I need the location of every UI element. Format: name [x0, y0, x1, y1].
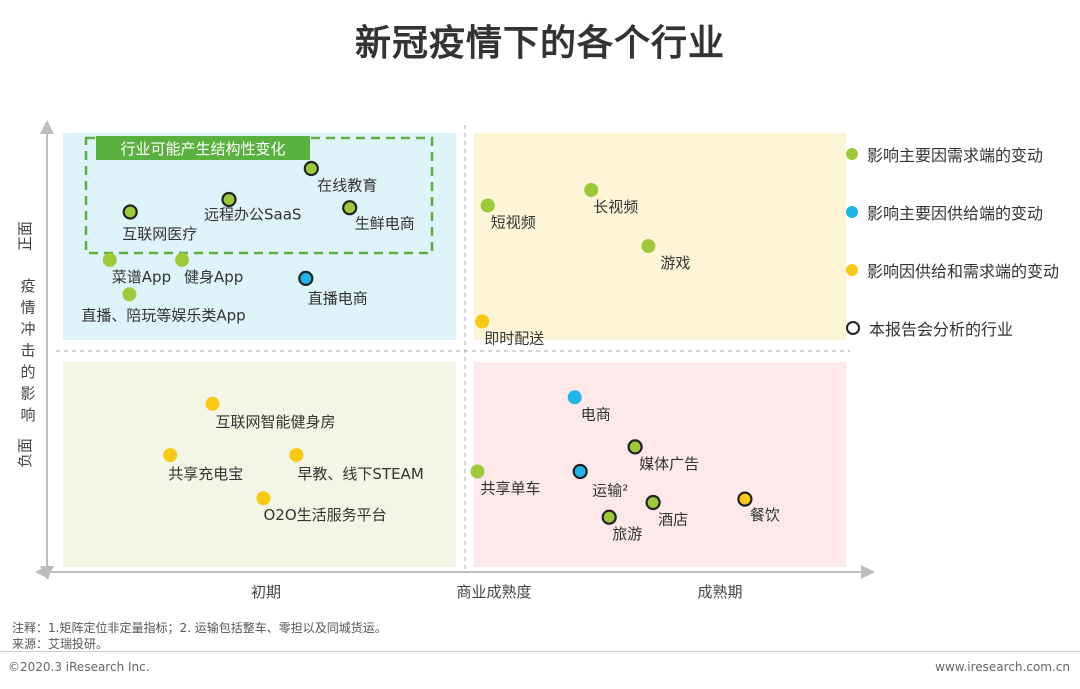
data-point — [641, 239, 656, 254]
data-point-label: 酒店 — [658, 511, 688, 529]
data-point-label: 互联网医疗 — [122, 225, 197, 243]
note-line-1: 注释：1.矩阵定位非定量指标；2. 运输包括整车、零担以及同城货运。 — [12, 621, 387, 635]
data-point-label: 直播、陪玩等娱乐类App — [81, 306, 245, 324]
data-point — [572, 463, 588, 480]
data-point — [303, 160, 319, 177]
legend: 影响主要因需求端的变动 影响主要因供给端的变动 影响因供给和需求端的变动 本报告… — [846, 140, 1059, 372]
legend-item-both: 影响因供给和需求端的变动 — [846, 256, 1059, 284]
legend-dot-supply — [846, 206, 858, 218]
data-point-label: 在线教育 — [317, 177, 377, 195]
y-tick-positive: 正面 — [16, 221, 34, 251]
data-point — [122, 204, 138, 220]
data-point-label: 生鲜电商 — [355, 215, 415, 233]
y-axis-label-char: 影 — [20, 385, 35, 403]
data-point-label: 远程办公SaaS — [204, 206, 301, 224]
quadrant-bottom-left — [63, 362, 456, 567]
data-point — [601, 509, 617, 525]
data-point — [256, 491, 271, 506]
data-point — [289, 448, 304, 463]
data-point-label: 共享充电宝 — [168, 465, 243, 483]
data-point-label: 电商 — [581, 405, 611, 423]
y-tick-negative: 负面 — [16, 438, 34, 468]
data-point-label: 互联网智能健身房 — [216, 413, 336, 431]
legend-label-demand: 影响主要因需求端的变动 — [867, 146, 1044, 165]
data-point-label: 运输² — [592, 482, 628, 500]
data-point-label: 游戏 — [660, 254, 690, 272]
x-tick-mature: 成熟期 — [697, 583, 742, 601]
data-point-label: O2O生活服务平台 — [264, 506, 387, 524]
legend-dot-outlined — [846, 321, 860, 335]
data-point — [645, 494, 661, 511]
data-point — [475, 314, 490, 329]
data-point — [470, 464, 485, 479]
data-point — [102, 252, 117, 267]
data-point — [342, 200, 358, 216]
data-point-label: 媒体广告 — [639, 455, 699, 473]
quadrant-top-right — [474, 133, 846, 340]
legend-item-demand: 影响主要因需求端的变动 — [846, 140, 1059, 168]
data-point — [737, 491, 753, 507]
legend-label-both: 影响因供给和需求端的变动 — [867, 262, 1060, 281]
legend-label-outlined: 本报告会分析的行业 — [869, 320, 1014, 339]
data-point-label: 旅游 — [612, 525, 642, 543]
page-title: 新冠疫情下的各个行业 — [354, 23, 725, 64]
data-point — [480, 198, 495, 213]
data-point — [627, 439, 643, 455]
y-axis-label-char: 击 — [20, 342, 35, 360]
data-point — [221, 191, 237, 208]
data-point — [163, 448, 178, 463]
quadrant-top-left — [63, 133, 456, 340]
legend-item-supply: 影响主要因供给端的变动 — [846, 198, 1059, 226]
note-line-2: 来源：艾瑞投研。 — [12, 637, 109, 651]
highlight-box-label-bg — [96, 136, 310, 160]
data-point — [205, 396, 220, 411]
data-point-label: 早教、线下STEAM — [297, 465, 423, 483]
website-link[interactable]: www.iresearch.com.cn — [935, 660, 1070, 674]
x-tick-early: 初期 — [251, 583, 281, 601]
quadrant-bottom-right — [474, 362, 846, 567]
data-point — [584, 183, 599, 197]
y-axis-label-char: 的 — [20, 363, 35, 381]
data-point — [175, 252, 189, 267]
data-point — [298, 270, 314, 286]
y-axis-label-char: 情 — [20, 299, 35, 317]
highlight-box-label: 行业可能产生结构性变化 — [120, 140, 285, 158]
copyright: ©2020.3 iResearch Inc. — [8, 660, 150, 674]
data-point-label: 餐饮 — [750, 506, 780, 524]
data-point-label: 健身App — [184, 268, 243, 286]
x-axis-label: 商业成熟度 — [456, 583, 531, 601]
legend-dot-demand — [846, 148, 858, 160]
data-point-label: 即时配送 — [484, 330, 544, 348]
y-axis-label-char: 冲 — [20, 320, 35, 338]
data-point — [122, 287, 137, 302]
y-axis-label-char: 疫 — [20, 277, 35, 295]
legend-dot-both — [846, 264, 858, 276]
data-point-label: 菜谱App — [112, 268, 171, 286]
data-point-label: 直播电商 — [308, 289, 368, 307]
legend-label-supply: 影响主要因供给端的变动 — [867, 204, 1044, 223]
data-point-label: 长视频 — [593, 198, 638, 216]
y-axis-label-char: 响 — [20, 406, 35, 424]
data-point-label: 短视频 — [491, 214, 536, 232]
footer-divider — [0, 651, 1080, 652]
data-point-label: 共享单车 — [481, 480, 541, 498]
data-point — [567, 390, 582, 405]
legend-item-outlined: 本报告会分析的行业 — [846, 314, 1059, 342]
